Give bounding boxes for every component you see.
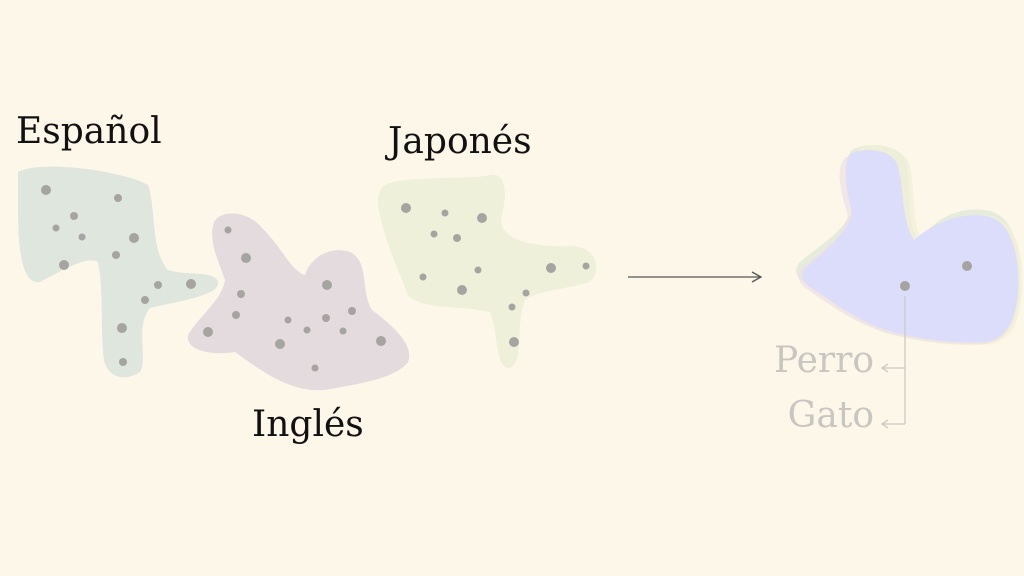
label-japanese: Japonés <box>388 121 532 162</box>
japanese-blob <box>377 174 597 369</box>
word-perro: Perro <box>773 340 874 381</box>
point <box>582 262 590 270</box>
pointer-perro-head <box>880 363 889 373</box>
point <box>275 339 285 349</box>
point <box>509 337 519 347</box>
point <box>900 281 910 291</box>
point <box>112 251 120 259</box>
point <box>78 233 86 241</box>
point <box>419 273 427 281</box>
point <box>203 327 213 337</box>
point <box>59 260 69 270</box>
point <box>70 212 78 220</box>
point <box>322 280 332 290</box>
shared-points <box>900 261 972 291</box>
point <box>114 194 122 202</box>
point <box>339 327 347 335</box>
point <box>186 279 196 289</box>
english-blob <box>187 213 410 391</box>
point <box>303 326 311 334</box>
point <box>119 358 127 366</box>
pointer-gato-head <box>880 419 889 429</box>
point <box>522 289 530 297</box>
point <box>154 281 162 289</box>
point <box>508 303 516 311</box>
spanish-blob <box>18 166 219 378</box>
point <box>546 263 556 273</box>
point <box>41 185 51 195</box>
point <box>441 209 449 217</box>
point <box>401 203 411 213</box>
point <box>348 307 356 315</box>
english-points <box>203 226 386 372</box>
japanese-points <box>401 203 590 347</box>
arrow-head <box>751 271 763 283</box>
point <box>457 285 467 295</box>
point <box>232 311 240 319</box>
spanish-points <box>41 185 196 366</box>
word-gato: Gato <box>787 395 874 436</box>
point <box>962 261 972 271</box>
point <box>376 336 386 346</box>
point <box>52 224 60 232</box>
point <box>311 364 319 372</box>
point <box>453 234 461 242</box>
word-pointer-lines <box>880 296 906 429</box>
point <box>224 226 232 234</box>
english-embedding-cloud <box>187 213 410 391</box>
point <box>141 296 149 304</box>
point <box>430 230 438 238</box>
japanese-embedding-cloud <box>377 174 597 369</box>
label-spanish: Español <box>16 111 162 152</box>
point <box>322 314 330 322</box>
label-english: Inglés <box>252 404 364 445</box>
transform-arrow <box>628 271 763 283</box>
point <box>474 266 482 274</box>
point <box>241 253 251 263</box>
point <box>237 290 245 298</box>
shared-embedding-cloud <box>796 144 1023 429</box>
shared-blob <box>802 150 1019 343</box>
point <box>129 233 139 243</box>
point <box>117 323 127 333</box>
point <box>477 213 487 223</box>
point <box>284 316 292 324</box>
spanish-embedding-cloud <box>18 166 219 378</box>
